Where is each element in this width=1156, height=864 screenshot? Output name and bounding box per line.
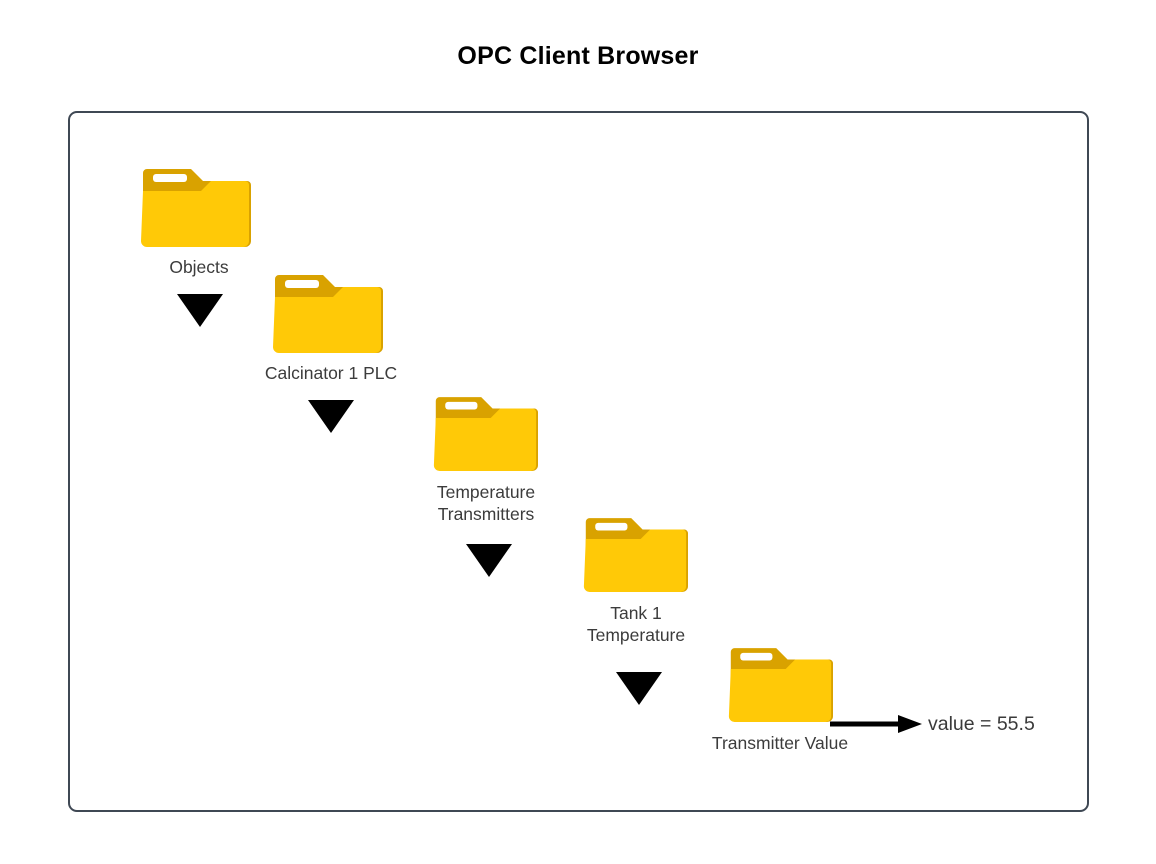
- tree-node-temperature-transmitters[interactable]: Temperature Transmitters: [432, 392, 540, 525]
- folder-icon: [139, 165, 259, 253]
- tree-node-label: Temperature Transmitters: [436, 482, 536, 524]
- folder-icon: [727, 643, 833, 729]
- folder-icon: [432, 392, 540, 478]
- tree-node-calcinator-1-plc[interactable]: Calcinator 1 PLC: [265, 271, 397, 384]
- tree-node-label: Tank 1 Temperature: [586, 603, 686, 645]
- folder-icon: [271, 271, 391, 359]
- tree-node-label: Calcinator 1 PLC: [264, 363, 398, 383]
- tree-node-label: Objects: [169, 257, 229, 277]
- folder-icon: [582, 513, 690, 599]
- tree-node-transmitter-value[interactable]: Transmitter Value: [712, 643, 848, 754]
- tree-node-objects[interactable]: Objects: [139, 165, 259, 278]
- arrow-down-icon: [616, 671, 662, 706]
- arrow-down-icon: [177, 293, 223, 328]
- arrow-down-icon: [308, 399, 354, 434]
- arrow-right-icon: [830, 712, 924, 736]
- value-readout-text: value = 55.5: [928, 713, 1035, 735]
- tree-node-label: Transmitter Value: [711, 733, 849, 753]
- tree-node-tank-1-temperature[interactable]: Tank 1 Temperature: [582, 513, 690, 646]
- arrow-down-icon: [466, 543, 512, 578]
- page-title: OPC Client Browser: [457, 42, 699, 70]
